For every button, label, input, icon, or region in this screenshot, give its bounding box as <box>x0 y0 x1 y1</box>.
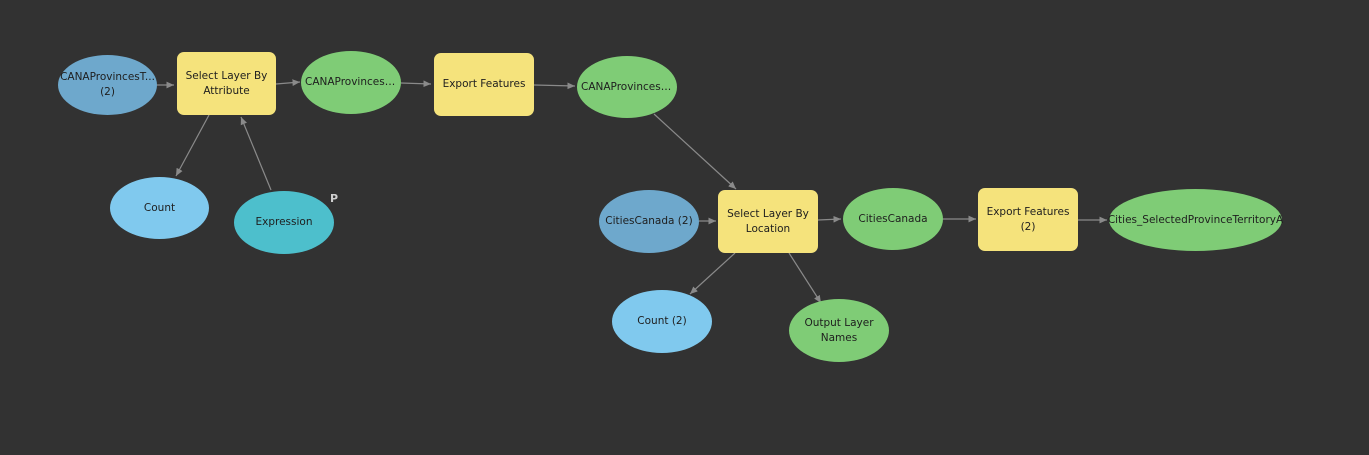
provinces-exported-label: CANAProvincesT... <box>581 80 673 93</box>
select-layer-by-location-tool[interactable]: Select Layer By Location <box>718 190 818 253</box>
provinces-selected-label: CANAProvincesT... <box>305 76 397 88</box>
connector-select-location-to-cities-selected <box>817 215 842 223</box>
count-2-label: Count (2) <box>637 315 687 327</box>
connector-select-attribute-to-count <box>175 114 210 177</box>
input-provinces-label: CANAProvincesT... (2) <box>60 71 155 98</box>
export-features-tool[interactable]: Export Features <box>434 53 534 116</box>
expression-label: Expression <box>255 216 313 228</box>
expression-parameter-node[interactable]: Expression <box>234 191 334 254</box>
connector-select-attribute-to-selected <box>275 79 301 86</box>
connector-exported-to-select-location <box>653 113 737 190</box>
connector-selected-to-export-1 <box>400 80 432 88</box>
export-features-2-label: Export Features (2) <box>986 205 1070 233</box>
provinces-selected-node[interactable]: CANAProvincesT... <box>301 51 401 114</box>
connector-select-location-to-count-2 <box>689 252 736 295</box>
select-layer-by-attribute-label: Select Layer By Attribute <box>185 69 268 97</box>
export-features-label: Export Features <box>442 78 526 90</box>
connector-expression-to-select-attribute <box>240 116 272 191</box>
cities-selected-node[interactable]: CitiesCanada <box>843 188 943 250</box>
select-layer-by-location-label: Select Layer By Location <box>727 207 809 235</box>
cities-output-label: Cities_SelectedProvinceTerritoryA <box>1107 213 1284 226</box>
export-features-2-tool[interactable]: Export Features (2) <box>978 188 1078 251</box>
connector-select-location-to-output-names <box>788 252 822 304</box>
count-2-variable-node[interactable]: Count (2) <box>612 290 712 353</box>
cities-input-label: CitiesCanada (2) <box>605 215 693 227</box>
count-variable-node[interactable]: Count <box>110 177 209 239</box>
input-provinces-node[interactable]: CANAProvincesT... (2) <box>58 55 157 115</box>
cities-output-node[interactable]: Cities_SelectedProvinceTerritoryA <box>1107 189 1284 251</box>
connector-export-1-to-exported <box>533 82 576 90</box>
output-layer-names-node[interactable]: Output Layer Names <box>789 299 889 362</box>
count-label: Count <box>143 201 176 214</box>
provinces-exported-node[interactable]: CANAProvincesT... <box>577 56 677 118</box>
output-layer-names-label: Output Layer Names <box>804 316 874 344</box>
cities-selected-label: CitiesCanada <box>858 212 928 225</box>
select-layer-by-attribute-tool[interactable]: Select Layer By Attribute <box>177 52 276 115</box>
cities-input-node[interactable]: CitiesCanada (2) <box>599 190 699 253</box>
parameter-badge: P <box>330 192 339 205</box>
